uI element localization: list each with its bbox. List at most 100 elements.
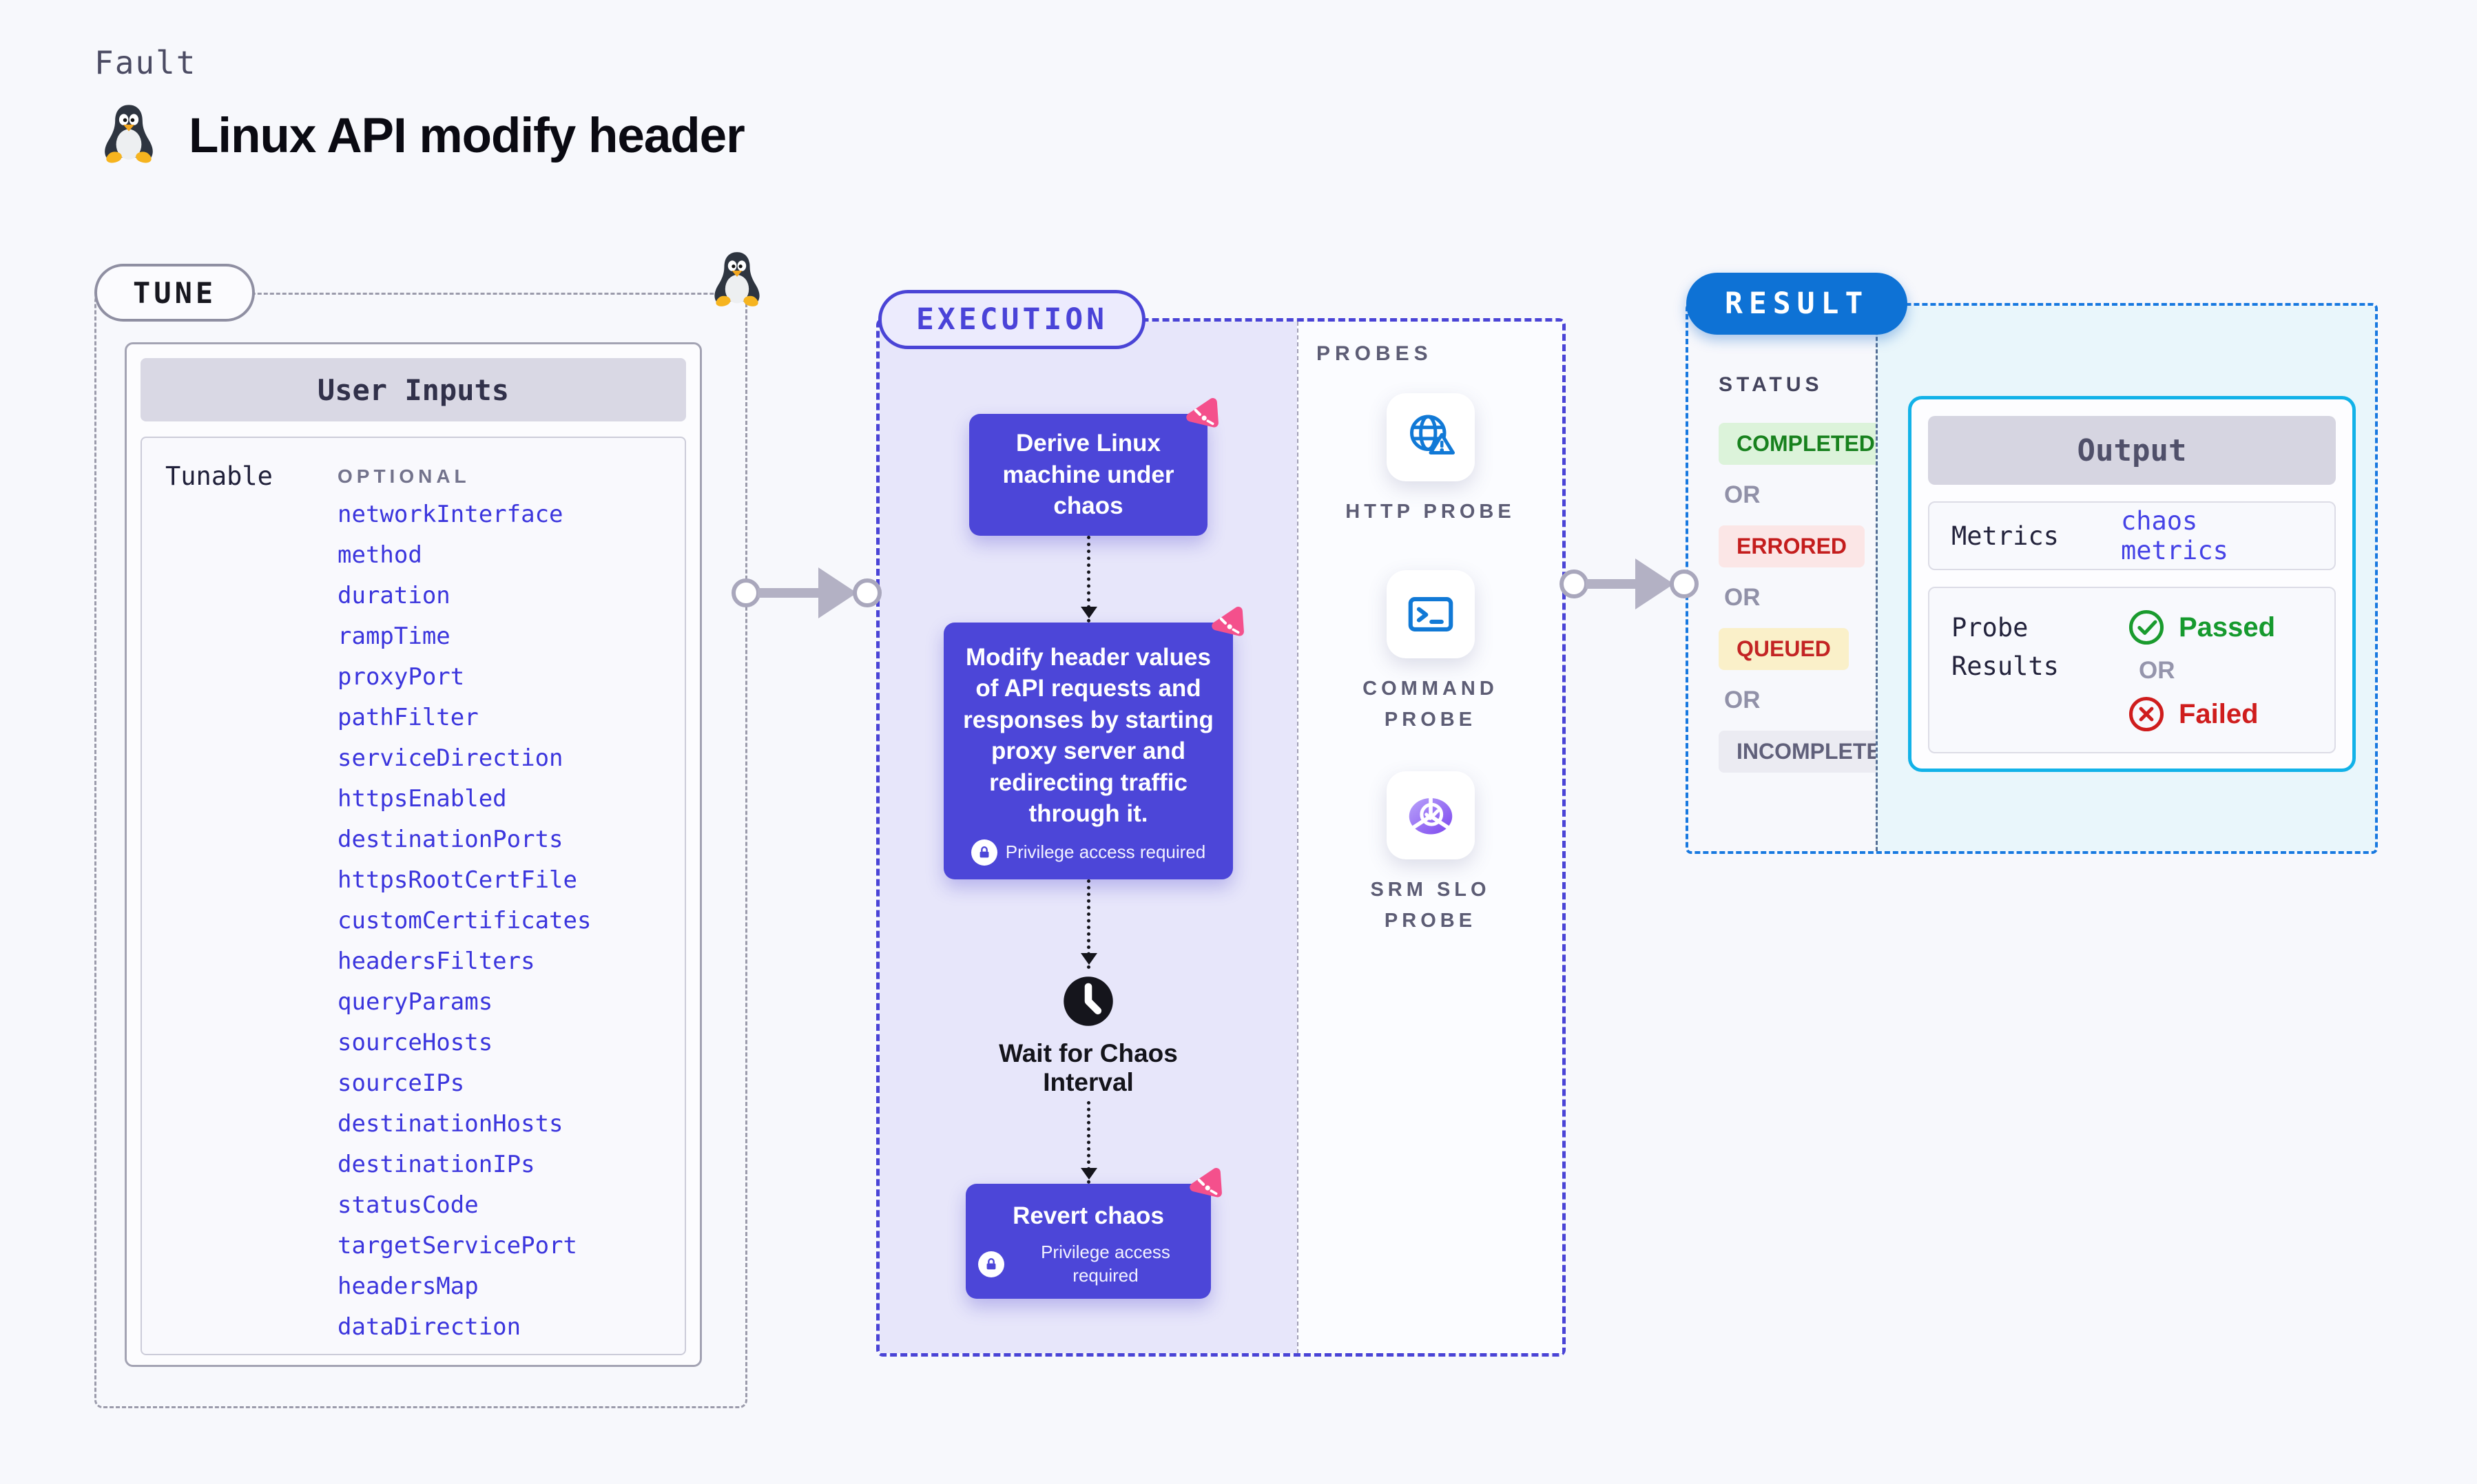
output-box: Output Metrics chaos metrics Probe Resul…	[1908, 396, 2356, 772]
tunable-link-queryParams[interactable]: queryParams	[338, 988, 493, 1016]
tune-badge: TUNE	[94, 264, 256, 322]
clock-icon	[1064, 976, 1113, 1026]
tunables-list: networkInterface method duration rampTime pr…	[338, 494, 685, 1348]
result-badge: RESULT	[1686, 273, 1908, 335]
step-text: Modify header values of API requests and…	[963, 643, 1214, 828]
flow-arrow-tune-to-execution	[732, 567, 882, 618]
probe-result-passed: Passed	[2128, 609, 2312, 646]
output-area: Output Metrics chaos metrics Probe Resul…	[1876, 306, 2375, 851]
execution-section: EXECUTION Derive Linux machine under cha…	[876, 290, 1566, 1357]
status-badge-queued: QUEUED	[1719, 628, 1849, 670]
probes-label: PROBES	[1316, 342, 1433, 365]
status-label: STATUS	[1719, 373, 1823, 396]
or-separator: OR	[2139, 657, 2175, 684]
tunable-link-headersFilters[interactable]: headersFilters	[338, 948, 535, 975]
lock-icon	[978, 1251, 1004, 1277]
optional-column-header: OPTIONAL	[338, 466, 470, 487]
chaos-experiment-icon	[1207, 606, 1245, 653]
tunable-link-duration[interactable]: duration	[338, 582, 450, 609]
privilege-note: Privilege access required	[971, 839, 1205, 866]
flow-arrow-down	[1080, 879, 1097, 969]
lock-icon	[971, 839, 997, 866]
tunables-table: Tunable OPTIONAL networkInterface method d…	[141, 437, 686, 1355]
fault-kicker: Fault	[94, 44, 197, 81]
step-revert-chaos: Revert chaos Privilege access required	[966, 1167, 1222, 1299]
or-separator: OR	[1724, 584, 1761, 611]
connector-dot	[1559, 569, 1588, 598]
connector-dot	[853, 578, 882, 607]
tunable-link-targetServicePort[interactable]: targetServicePort	[338, 1232, 577, 1260]
tux-penguin-icon	[105, 105, 153, 163]
step-text: Revert chaos	[1013, 1202, 1164, 1229]
arrow-shaft	[1586, 579, 1638, 589]
tunable-link-destinationPorts[interactable]: destinationPorts	[338, 826, 563, 853]
tunable-link-destinationHosts[interactable]: destinationHosts	[338, 1110, 563, 1138]
flow-arrow-down	[1080, 1100, 1097, 1184]
tunable-row-label: Tunable	[165, 461, 273, 491]
or-separator: OR	[1724, 687, 1761, 713]
step-text: Derive Linux machine under chaos	[1002, 430, 1174, 519]
tunable-link-proxyPort[interactable]: proxyPort	[338, 663, 465, 691]
chaos-experiment-icon	[1190, 1167, 1222, 1198]
probe-name: SRM SLO PROBE	[1370, 878, 1491, 932]
connector-dot	[1670, 569, 1699, 598]
step-wait-interval: Wait for Chaos Interval	[975, 974, 1202, 1097]
metrics-row: Metrics chaos metrics	[1928, 501, 2336, 570]
tunable-link-method[interactable]: method	[338, 541, 422, 569]
tunable-link-dataDirection[interactable]: dataDirection	[338, 1313, 521, 1341]
passed-label: Passed	[2179, 612, 2276, 642]
tunable-link-httpsRootCertFile[interactable]: httpsRootCertFile	[338, 866, 577, 894]
probe-results-label: Probe Results	[1951, 613, 2059, 681]
tunable-link-customCertificates[interactable]: customCertificates	[338, 907, 592, 934]
flow-arrow-execution-to-result	[1559, 558, 1699, 609]
arrow-head	[818, 567, 857, 618]
tunable-link-httpsEnabled[interactable]: httpsEnabled	[338, 785, 507, 813]
chaos-experiment-icon	[1185, 1167, 1223, 1214]
execution-flow-panel: EXECUTION Derive Linux machine under cha…	[878, 290, 1297, 1353]
tunable-link-sourceIPs[interactable]: sourceIPs	[338, 1069, 465, 1097]
tux-penguin-icon	[714, 252, 760, 306]
privilege-label: Privilege access required	[1041, 1242, 1170, 1286]
slo-gauge-icon	[1409, 796, 1452, 835]
check-circle-icon	[2128, 609, 2164, 645]
probe-result-failed: Failed	[2128, 696, 2312, 733]
tune-section	[94, 293, 747, 1408]
tunable-link-serviceDirection[interactable]: serviceDirection	[338, 744, 563, 772]
or-separator: OR	[1724, 481, 1761, 508]
probe-name: HTTP PROBE	[1345, 501, 1515, 523]
step-text: Wait for Chaos Interval	[999, 1038, 1178, 1096]
arrow-head	[1635, 558, 1674, 609]
step-inject-chaos: Modify header values of API requests and…	[944, 606, 1244, 879]
tunable-link-sourceHosts[interactable]: sourceHosts	[338, 1029, 493, 1056]
user-inputs-title: User Inputs	[141, 358, 686, 421]
tux-penguin-icon	[96, 102, 161, 170]
terminal-icon	[1408, 596, 1453, 631]
tunable-link-statusCode[interactable]: statusCode	[338, 1191, 479, 1219]
globe-alert-icon	[1409, 415, 1455, 454]
command-probe-card	[1386, 569, 1475, 658]
srm-slo-probe-card	[1386, 771, 1475, 859]
privilege-note: Privilege access required	[978, 1241, 1199, 1288]
chaos-experiment-icon	[1186, 398, 1219, 428]
probes-panel: PROBES HTTP PROBE	[1297, 322, 1562, 1353]
status-badge-errored: ERRORED	[1719, 525, 1865, 567]
page-title: Linux API modify header	[189, 109, 745, 163]
privilege-label: Privilege access required	[1005, 841, 1206, 862]
x-circle-icon	[2128, 696, 2164, 732]
probe-name: COMMAND PROBE	[1362, 677, 1498, 731]
probe-results-row: Probe Results Passed OR	[1928, 587, 2336, 753]
lock-icon	[980, 846, 989, 857]
tunable-link-headersMap[interactable]: headersMap	[338, 1273, 479, 1300]
tunable-link-rampTime[interactable]: rampTime	[338, 623, 450, 650]
failed-label: Failed	[2179, 698, 2259, 729]
tunable-link-destinationIPs[interactable]: destinationIPs	[338, 1151, 535, 1178]
tunable-link-pathFilter[interactable]: pathFilter	[338, 704, 479, 731]
tunable-link-networkInterface[interactable]: networkInterface	[338, 501, 563, 528]
chaos-experiment-icon	[1181, 397, 1220, 444]
output-title: Output	[1928, 416, 2336, 485]
metrics-value[interactable]: chaos metrics	[2120, 506, 2228, 565]
chaos-experiment-icon	[1212, 606, 1244, 636]
tux-penguin-icon	[707, 249, 767, 313]
